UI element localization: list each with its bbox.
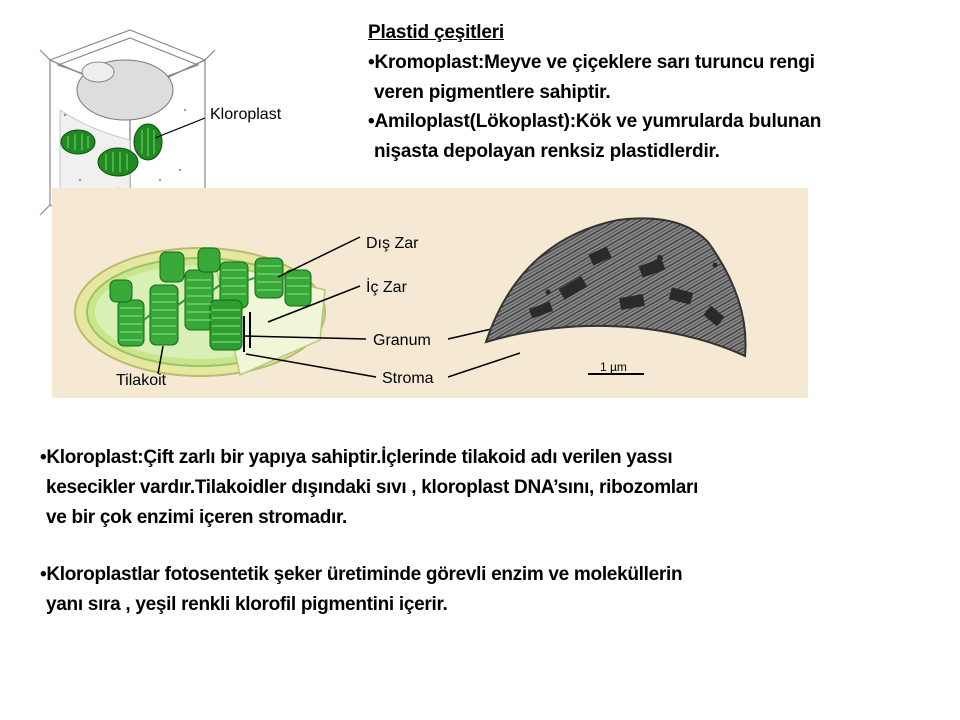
- header-title: Plastid çeşitleri: [368, 22, 505, 43]
- cell-chloroplasts: [60, 123, 163, 177]
- label-dis-zar: Dış Zar: [366, 235, 419, 252]
- label-tilakoit: Tilakoit: [116, 372, 167, 389]
- label-granum: Granum: [373, 332, 431, 349]
- label-kloroplast: Kloroplast: [210, 106, 282, 123]
- p1-line-1: •Kloroplast:Çift zarlı bir yapıya sahipt…: [40, 447, 673, 468]
- p2-line-1: •Kloroplastlar fotosentetik şeker üretim…: [40, 564, 683, 585]
- p2-line-2: yanı sıra , yeşil renkli klorofil pigmen…: [46, 594, 448, 615]
- header-line-4: nişasta depolayan renksiz plastidlerdir.: [374, 141, 720, 162]
- p1-line-2: kesecikler vardır.Tilakoidler dışındaki …: [46, 477, 699, 498]
- header-line-2: veren pigmentlere sahiptir.: [374, 82, 611, 103]
- leader-stroma: [245, 353, 377, 378]
- leader-granum: [243, 335, 367, 340]
- p1-line-3: ve bir çok enzimi içeren stromadır.: [46, 507, 348, 528]
- grana-stacks: [109, 247, 312, 351]
- header-line-3: •Amiloplast(Lökoplast):Kök ve yumrularda…: [368, 111, 822, 132]
- header-line-1: •Kromoplast:Meyve ve çiçeklere sarı turu…: [368, 52, 815, 73]
- leader-dis-zar: [277, 236, 361, 278]
- leader-tilakoit: [157, 345, 164, 375]
- leader-ic-zar: [267, 285, 361, 323]
- label-stroma: Stroma: [382, 370, 434, 387]
- leader-stroma-micrograph: [447, 352, 521, 378]
- label-ic-zar: İç Zar: [366, 279, 407, 296]
- scale-bar-label: 1 µm: [600, 360, 627, 374]
